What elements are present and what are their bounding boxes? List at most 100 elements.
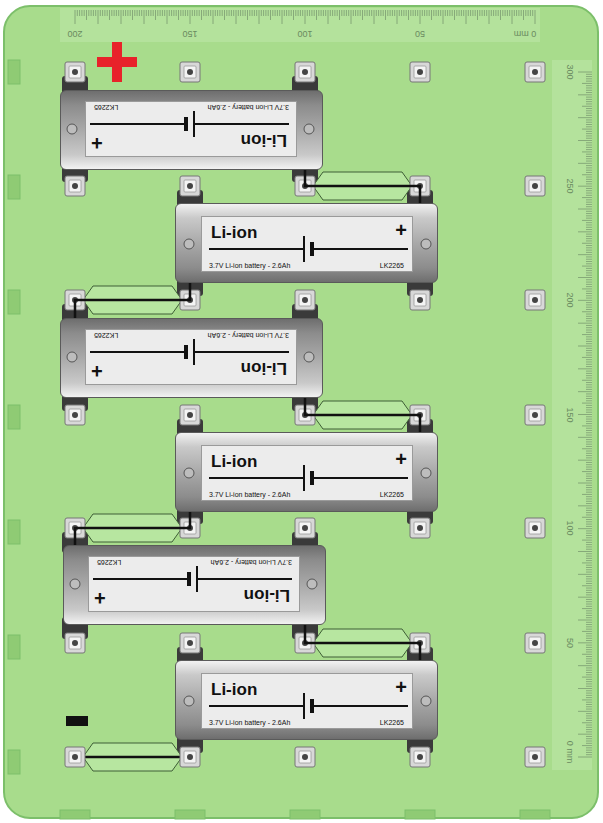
terminal-hole — [72, 754, 78, 760]
ruler-tick — [586, 110, 592, 111]
ruler-tick — [586, 375, 592, 376]
terminal-face — [529, 409, 541, 421]
ruler-tick — [582, 540, 592, 541]
ruler-tick — [394, 10, 395, 16]
ruler-tick — [586, 167, 592, 168]
terminal-hole — [187, 754, 193, 760]
terminal-hole — [187, 183, 193, 189]
battery-module: Li-ion3.7V Li-ion battery - 2.6AhLK2265+ — [175, 660, 438, 740]
ruler-tick — [586, 101, 592, 102]
board-tabs — [8, 60, 550, 819]
ruler-tick — [586, 396, 592, 397]
ruler-tick — [586, 610, 592, 611]
ruler-tick — [586, 366, 592, 367]
ruler-tick — [256, 10, 257, 16]
ruler-tick — [586, 302, 592, 303]
ruler-tick — [586, 165, 592, 166]
ruler-tick — [586, 332, 592, 333]
ruler-tick — [523, 10, 524, 20]
ruler-tick — [417, 10, 418, 16]
ruler-number: 0 mm — [514, 29, 537, 39]
ruler-tick — [582, 631, 592, 632]
terminal-face — [529, 522, 541, 534]
ruler-tick — [586, 686, 592, 687]
ruler-tick — [586, 113, 592, 114]
ruler-tick — [586, 720, 592, 721]
ruler-tick — [114, 10, 115, 16]
part-code: LK2265 — [94, 331, 118, 339]
ruler-tick — [586, 526, 592, 527]
terminal-face — [69, 180, 81, 192]
ruler-tick — [586, 393, 592, 394]
part-code: LK2265 — [94, 103, 118, 111]
ruler-tick — [502, 10, 503, 16]
battery-symbol — [176, 661, 439, 741]
ruler-tick — [586, 92, 592, 93]
ruler-tick — [385, 10, 386, 20]
ruler-tick — [586, 330, 592, 331]
ruler-tick — [582, 357, 592, 358]
ruler-tick — [586, 656, 592, 657]
ruler-tick — [263, 10, 264, 16]
ruler-tick — [586, 741, 592, 742]
ruler-tick — [422, 10, 423, 16]
ruler-tick — [582, 243, 592, 244]
ruler-tick — [586, 149, 592, 150]
ruler-tick — [586, 247, 592, 248]
terminal-hole — [72, 640, 78, 646]
ruler-tick — [390, 10, 391, 16]
screw — [304, 352, 314, 362]
ruler-tick — [586, 293, 592, 294]
terminal-hole — [72, 183, 78, 189]
ruler-tick — [353, 10, 354, 16]
battery-rating: 3.7V Li-ion battery - 2.6Ah — [209, 719, 290, 727]
ruler-tick — [586, 565, 592, 566]
positive-mark — [97, 42, 137, 82]
ruler-tick — [314, 10, 315, 16]
ruler-tick — [586, 693, 592, 694]
ruler-tick — [102, 10, 103, 16]
ruler-tick — [582, 380, 592, 381]
ruler-tick — [578, 163, 592, 164]
battery-type: Li-ion — [211, 681, 257, 699]
ruler-tick — [236, 10, 237, 24]
ruler-tick — [586, 263, 592, 264]
screw — [184, 468, 194, 478]
ruler-tick — [431, 10, 432, 20]
ruler-tick — [586, 469, 592, 470]
ruler-tick — [254, 10, 255, 16]
ruler-tick — [127, 10, 128, 16]
cell-plate — [196, 566, 198, 592]
ruler-number: 0 mm — [565, 741, 575, 764]
edge-tab — [175, 810, 205, 819]
terminal — [65, 176, 85, 196]
terminal — [525, 747, 545, 767]
ruler-tick — [157, 10, 158, 16]
cell-lead — [312, 248, 408, 250]
ruler-tick — [231, 10, 232, 16]
ruler-tick — [586, 170, 592, 171]
ruler-tick — [374, 10, 375, 24]
ruler-tick — [578, 231, 592, 232]
ruler-tick — [582, 174, 592, 175]
terminal — [180, 405, 200, 425]
ruler-tick — [582, 517, 592, 518]
ruler-tick — [586, 731, 592, 732]
ruler-tick — [582, 677, 592, 678]
ruler-tick — [300, 10, 301, 16]
battery-type: Li-ion — [211, 224, 257, 242]
ruler-tick — [91, 10, 92, 16]
ruler-tick — [514, 10, 515, 16]
terminal-face — [299, 522, 311, 534]
ruler-tick — [144, 10, 145, 24]
ruler-tick — [321, 10, 322, 16]
ruler-tick — [406, 10, 407, 16]
ruler-tick — [93, 10, 94, 16]
ruler-tick — [187, 10, 188, 16]
terminal-face — [414, 66, 426, 78]
ruler-tick — [213, 10, 214, 24]
ruler-tick — [192, 10, 193, 16]
ruler-tick — [586, 697, 592, 698]
edge-tab — [8, 405, 20, 429]
ruler-tick — [443, 10, 444, 24]
